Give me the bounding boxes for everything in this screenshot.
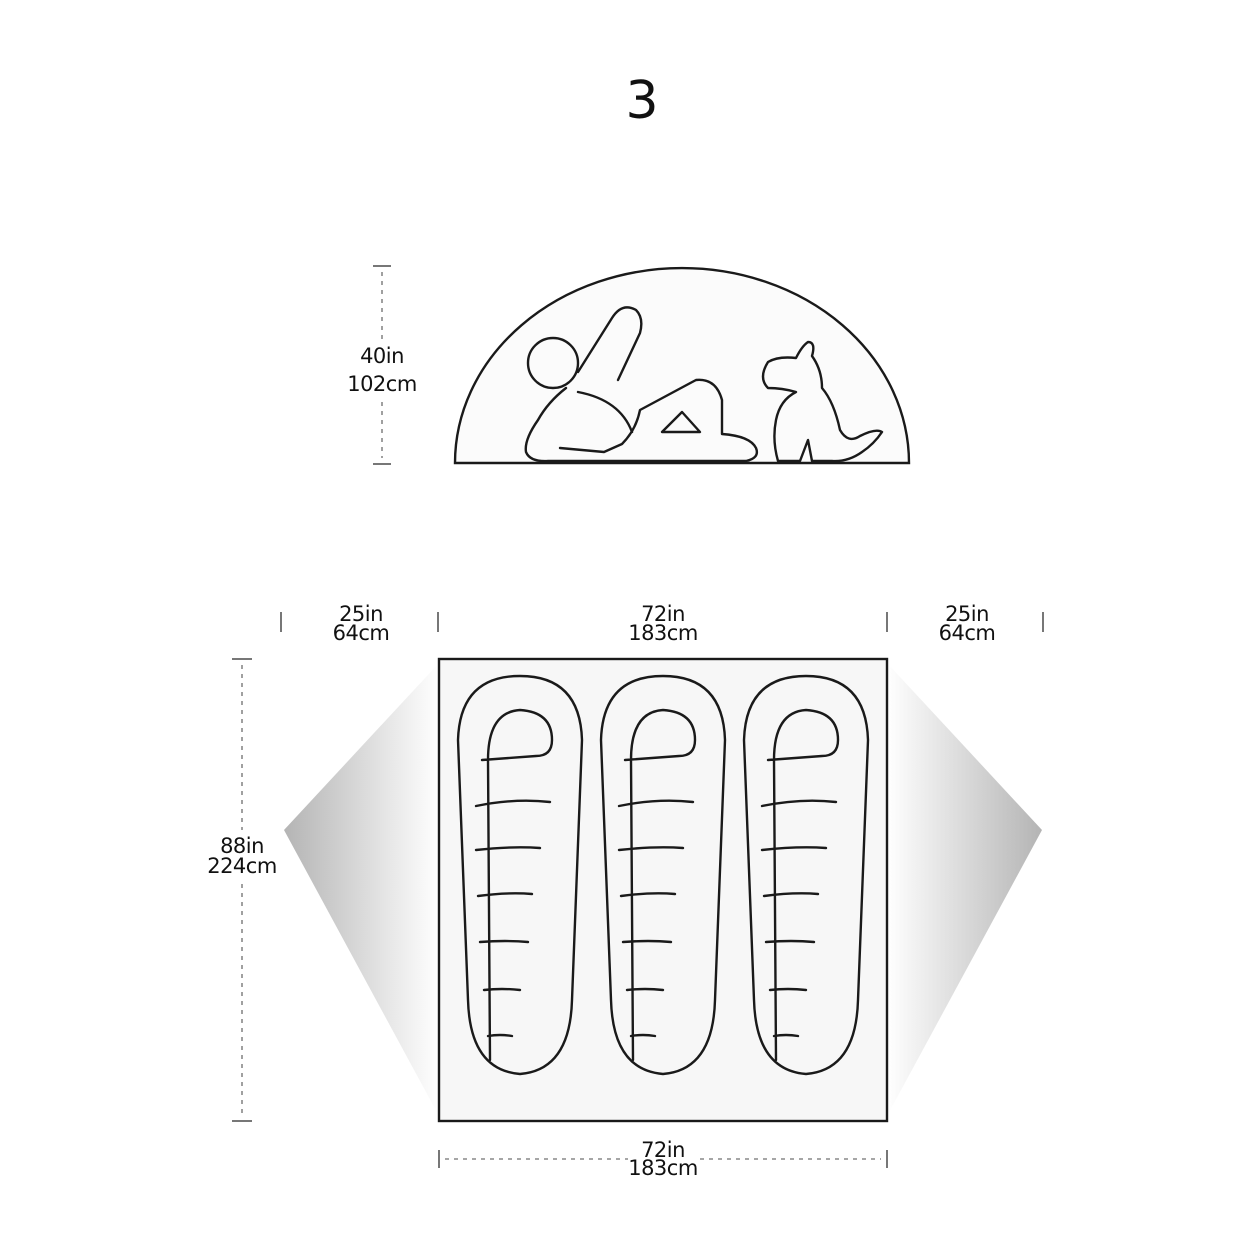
tent-dome-outline (453, 266, 911, 465)
person-body (524, 378, 759, 463)
vestibule-right (887, 663, 1042, 1116)
person-knee (660, 410, 702, 434)
sleeping-bag-hood (623, 708, 697, 1062)
floor-length-metric-label: 224cm (207, 854, 277, 878)
floor-length-imperial-label: 88in (220, 834, 264, 858)
person-torso-line (576, 390, 634, 434)
person-figure (524, 306, 759, 463)
vestibule-left-imperial-label: 25in (339, 602, 383, 626)
vestibule-left-metric-label: 64cm (333, 621, 390, 645)
sleeping-bag (742, 674, 870, 1076)
sleeping-bag (456, 674, 584, 1076)
capacity-number: 3 (625, 71, 658, 131)
person-raised-arm (576, 306, 643, 382)
height-metric-label: 102cm (347, 372, 417, 396)
tent-floor (437, 657, 889, 1123)
vestibule-left (284, 663, 439, 1116)
person-head (526, 336, 580, 390)
sleeping-bag-hood (766, 708, 840, 1062)
tent-side-profile: 40in 102cm (347, 265, 911, 465)
floor-width-imperial-label: 72in (641, 602, 685, 626)
sleeping-bag (599, 674, 727, 1076)
dog-outline (761, 340, 884, 463)
floor-width-bottom-metric-label: 183cm (628, 1156, 698, 1180)
sleeping-bag-baffles (760, 799, 838, 1038)
vestibule-right-metric-label: 64cm (939, 621, 996, 645)
sleeping-bag-outline (456, 674, 584, 1076)
height-imperial-label: 40in (360, 344, 404, 368)
sleeping-bag-hood (480, 708, 554, 1062)
dog-figure (761, 340, 884, 463)
tent-floor-plan: 25in 64cm 72in 183cm 25in 64cm 88in 224c… (207, 602, 1044, 1180)
sleeping-bag-outline (599, 674, 727, 1076)
vestibule-right-imperial-label: 25in (945, 602, 989, 626)
sleeping-bag-baffles (617, 799, 695, 1038)
floor-width-bottom-imperial-label: 72in (641, 1138, 685, 1162)
sleeping-bag-baffles (474, 799, 552, 1038)
sleeping-bag-outline (742, 674, 870, 1076)
floor-width-metric-label: 183cm (628, 621, 698, 645)
